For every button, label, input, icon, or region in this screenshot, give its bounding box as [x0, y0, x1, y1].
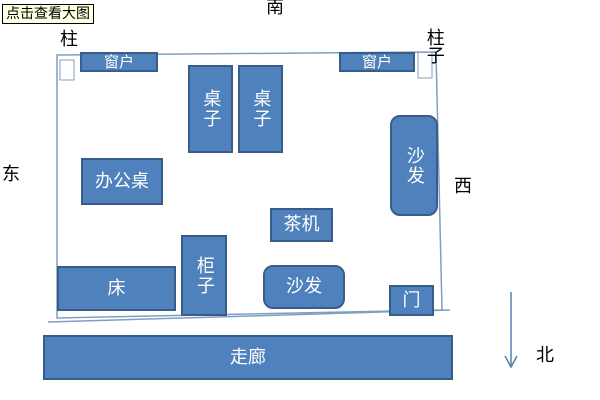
corridor: 走廊: [43, 335, 453, 380]
view-large-image-tooltip[interactable]: 点击查看大图: [2, 4, 94, 24]
label-north: 北: [536, 345, 554, 366]
desk-1: 桌子: [188, 65, 233, 153]
label-pillar-right: 柱子: [423, 28, 445, 64]
desk-2: 桌子: [238, 65, 283, 153]
office-desk: 办公桌: [81, 158, 163, 205]
door: 门: [389, 285, 434, 316]
north-arrow: [504, 292, 518, 369]
tea-table: 茶机: [270, 208, 333, 242]
sofa-right: 沙发: [390, 115, 438, 216]
window-right: 窗户: [339, 52, 415, 72]
sofa-bottom: 沙发: [263, 265, 345, 309]
label-pillar-left: 柱: [60, 29, 78, 50]
window-left: 窗户: [80, 52, 158, 72]
cabinet: 柜子: [181, 235, 227, 316]
label-east: 东: [2, 164, 20, 185]
label-south: 南: [266, 0, 284, 18]
label-west: 西: [454, 176, 472, 197]
bed: 床: [57, 266, 176, 311]
